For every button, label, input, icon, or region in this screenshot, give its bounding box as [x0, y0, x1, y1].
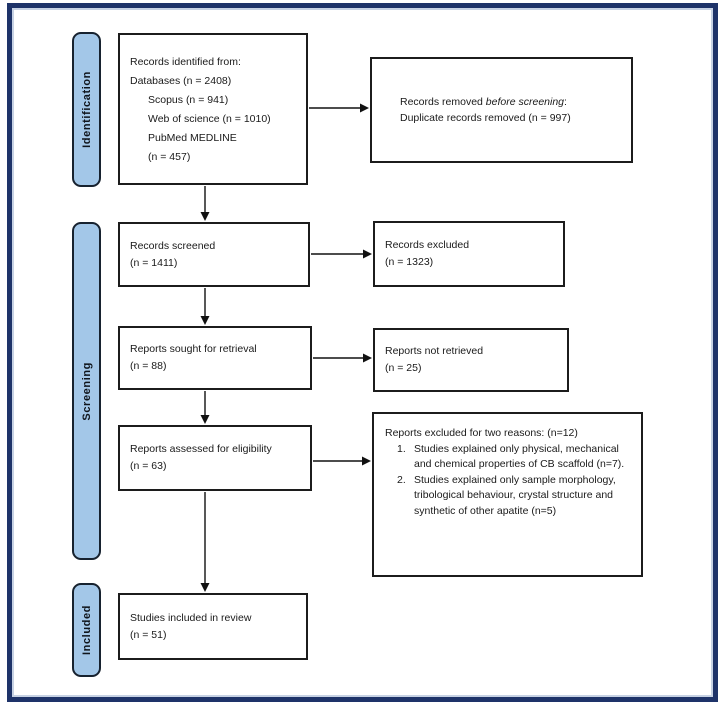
box-reports-assessed: Reports assessed for eligibility (n = 63… [118, 425, 312, 491]
records-removed-prefix: Records removed [400, 95, 486, 108]
box-reports-excluded-reasons: Reports excluded for two reasons: (n=12)… [372, 412, 643, 577]
box-records-identified: Records identified from: Databases (n = … [118, 33, 308, 185]
box-records-excluded: Records excluded (n = 1323) [373, 221, 565, 287]
records-screened-line1: Records screened [130, 239, 216, 252]
reports-assessed-line1: Reports assessed for eligibility [130, 443, 272, 455]
records-excluded-line1: Records excluded [385, 239, 470, 251]
stage-label-screening: Screening [72, 222, 101, 560]
box-records-screened: Records screened (n = 1411) [118, 222, 310, 287]
records-identified-web-of-science: Web of science (n = 1010) [148, 113, 271, 125]
box-studies-included: Studies included in review (n = 51) [118, 593, 308, 660]
stage-label-included-text: Included [80, 604, 93, 656]
reports-sought-count: (n = 88) [130, 360, 167, 372]
box-reports-not-retrieved: Reports not retrieved (n = 25) [373, 328, 569, 392]
reports-not-retrieved-line1: Reports not retrieved [385, 345, 484, 357]
stage-label-screening-text: Screening [80, 361, 93, 421]
reports-sought-line1: Reports sought for retrieval [130, 343, 257, 355]
reports-assessed-count: (n = 63) [130, 460, 167, 472]
reports-excluded-reason-1: Studies explained only physical, mechani… [397, 442, 625, 471]
reports-not-retrieved-count: (n = 25) [385, 362, 422, 374]
box-records-removed: Records removed before screening: Duplic… [370, 57, 633, 163]
records-identified-pubmed: PubMed MEDLINE [148, 132, 237, 144]
reports-excluded-title: Reports excluded for two reasons: (n=12) [385, 427, 578, 439]
records-removed-suffix: : [564, 95, 567, 108]
stage-label-included: Included [72, 583, 101, 677]
studies-included-line1: Studies included in review [130, 611, 252, 624]
studies-included-count: (n = 51) [130, 628, 167, 641]
reports-excluded-reason-list: Studies explained only physical, mechani… [385, 442, 633, 520]
records-identified-line1: Records identified from: [130, 56, 241, 68]
records-excluded-count: (n = 1323) [385, 256, 434, 268]
stage-label-identification: Identification [72, 32, 101, 187]
outer-frame [7, 3, 718, 702]
records-removed-italic: before screening [485, 95, 565, 108]
reports-excluded-reason-2: Studies explained only sample morphology… [397, 473, 616, 517]
records-identified-pubmed-count: (n = 457) [148, 151, 191, 163]
stage-label-identification-text: Identification [80, 71, 93, 148]
box-reports-sought: Reports sought for retrieval (n = 88) [118, 326, 312, 390]
records-identified-scopus: Scopus (n = 941) [148, 94, 229, 106]
records-identified-line2: Databases (n = 2408) [130, 75, 232, 87]
records-removed-line1: Records removed before screening: [400, 94, 623, 111]
records-screened-count: (n = 1411) [130, 256, 178, 269]
records-removed-line2: Duplicate records removed (n = 997) [400, 112, 571, 124]
